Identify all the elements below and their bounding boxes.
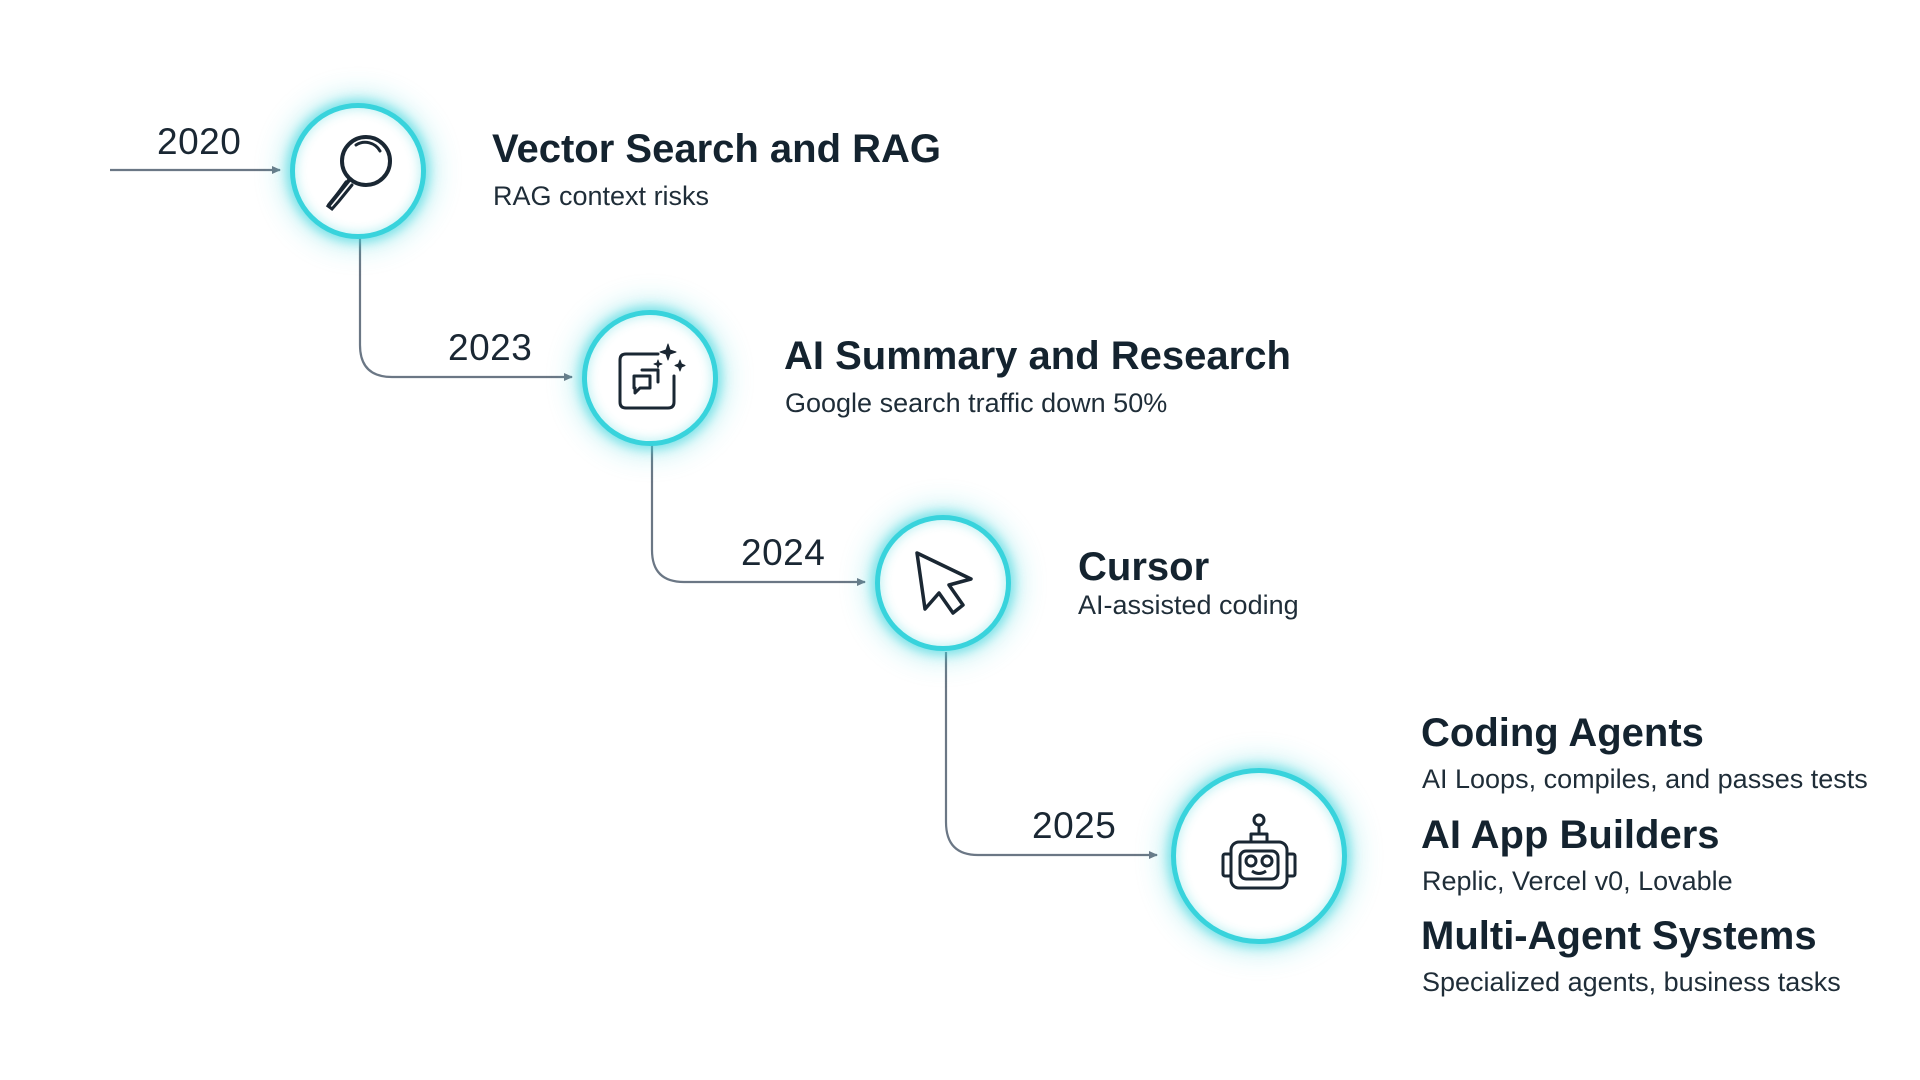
robot-icon	[1221, 813, 1297, 890]
milestone-title: Coding Agents	[1421, 711, 1704, 755]
year-label-2023: 2023	[448, 327, 533, 368]
milestone-subtitle: AI Loops, compiles, and passes tests	[1422, 764, 1868, 794]
connector-2025	[944, 652, 1158, 859]
milestone-node-2024	[875, 515, 1011, 651]
magnifying-glass-icon	[325, 135, 392, 212]
year-label-2024: 2024	[741, 532, 826, 573]
milestone-title: Cursor	[1078, 545, 1210, 589]
milestone-subtitle: Google search traffic down 50%	[785, 388, 1168, 418]
milestone-title: AI Summary and Research	[784, 334, 1291, 378]
milestone-subtitle: Specialized agents, business tasks	[1422, 967, 1841, 997]
cursor-icon	[915, 551, 973, 615]
milestone-title: AI App Builders	[1421, 813, 1720, 857]
year-label-2020: 2020	[157, 121, 242, 162]
milestone-node-2025	[1171, 768, 1347, 944]
milestone-title: Multi-Agent Systems	[1421, 914, 1817, 958]
connector-2023	[358, 238, 573, 381]
milestone-node-2023	[582, 310, 718, 446]
milestone-subtitle: RAG context risks	[493, 181, 710, 211]
milestone-node-2020	[290, 103, 426, 239]
milestone-subtitle: AI-assisted coding	[1078, 590, 1299, 620]
connector-2024	[650, 445, 866, 586]
year-label-2025: 2025	[1032, 805, 1117, 846]
milestone-title: Vector Search and RAG	[492, 127, 942, 171]
milestone-subtitle: Replic, Vercel v0, Lovable	[1422, 866, 1733, 896]
chat-sparkle-icon	[618, 343, 686, 410]
